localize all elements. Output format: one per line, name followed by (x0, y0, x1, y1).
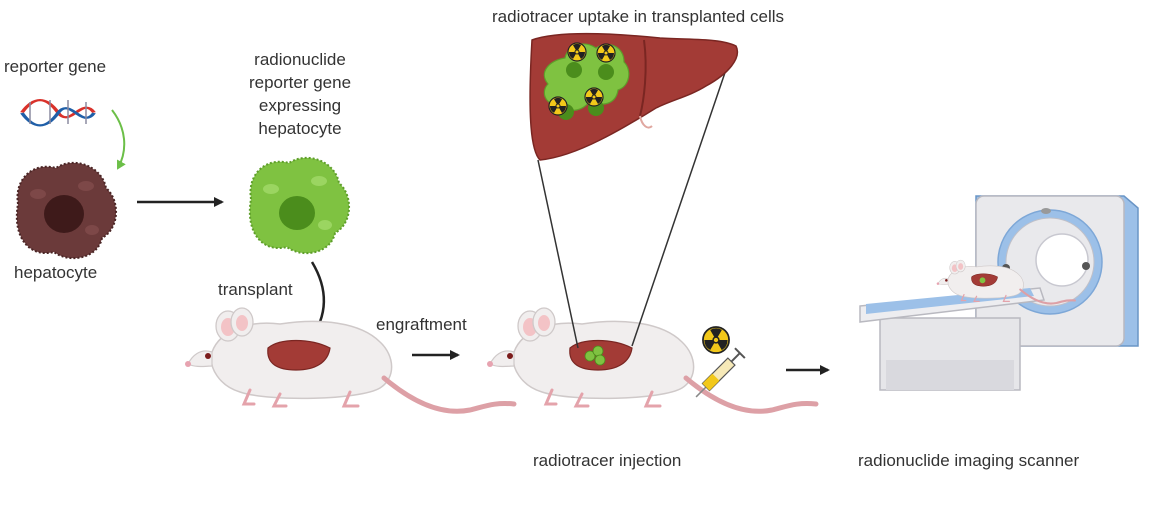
reporter-gene-label: reporter gene (4, 57, 107, 76)
expressing-cell-label: radionuclide reporter gene expressing he… (220, 48, 380, 140)
scanner-icon (859, 195, 1139, 391)
injection-label: radiotracer injection (533, 451, 682, 470)
expressing-cell-label-line-2: reporter gene (248, 73, 352, 92)
zoom-line-right (631, 51, 733, 347)
hepatocyte-icon (15, 161, 118, 260)
expressing-cell-label-line-3: expressing (258, 96, 342, 115)
radiation-icon (700, 324, 730, 354)
reporter-hepatocyte-icon (248, 156, 351, 255)
transplant-label: transplant (218, 280, 293, 299)
zoom-line-left (537, 159, 579, 349)
hepatocyte-label: hepatocyte (14, 263, 98, 282)
expressing-cell-label-line-1: radionuclide (254, 50, 346, 69)
engraftment-label: engraftment (376, 315, 467, 334)
syringe-icon (695, 347, 746, 398)
uptake-label: radiotracer uptake in transplanted cells (492, 7, 784, 26)
scanner-label: radionuclide imaging scanner (858, 451, 1080, 470)
mouse-icon (487, 308, 816, 411)
expressing-cell-label-line-4: hepatocyte (258, 119, 342, 138)
dna-icon (20, 99, 96, 127)
mouse-icon (185, 308, 514, 411)
mouse-icon (935, 259, 1076, 305)
green-curved-arrow (111, 109, 126, 170)
